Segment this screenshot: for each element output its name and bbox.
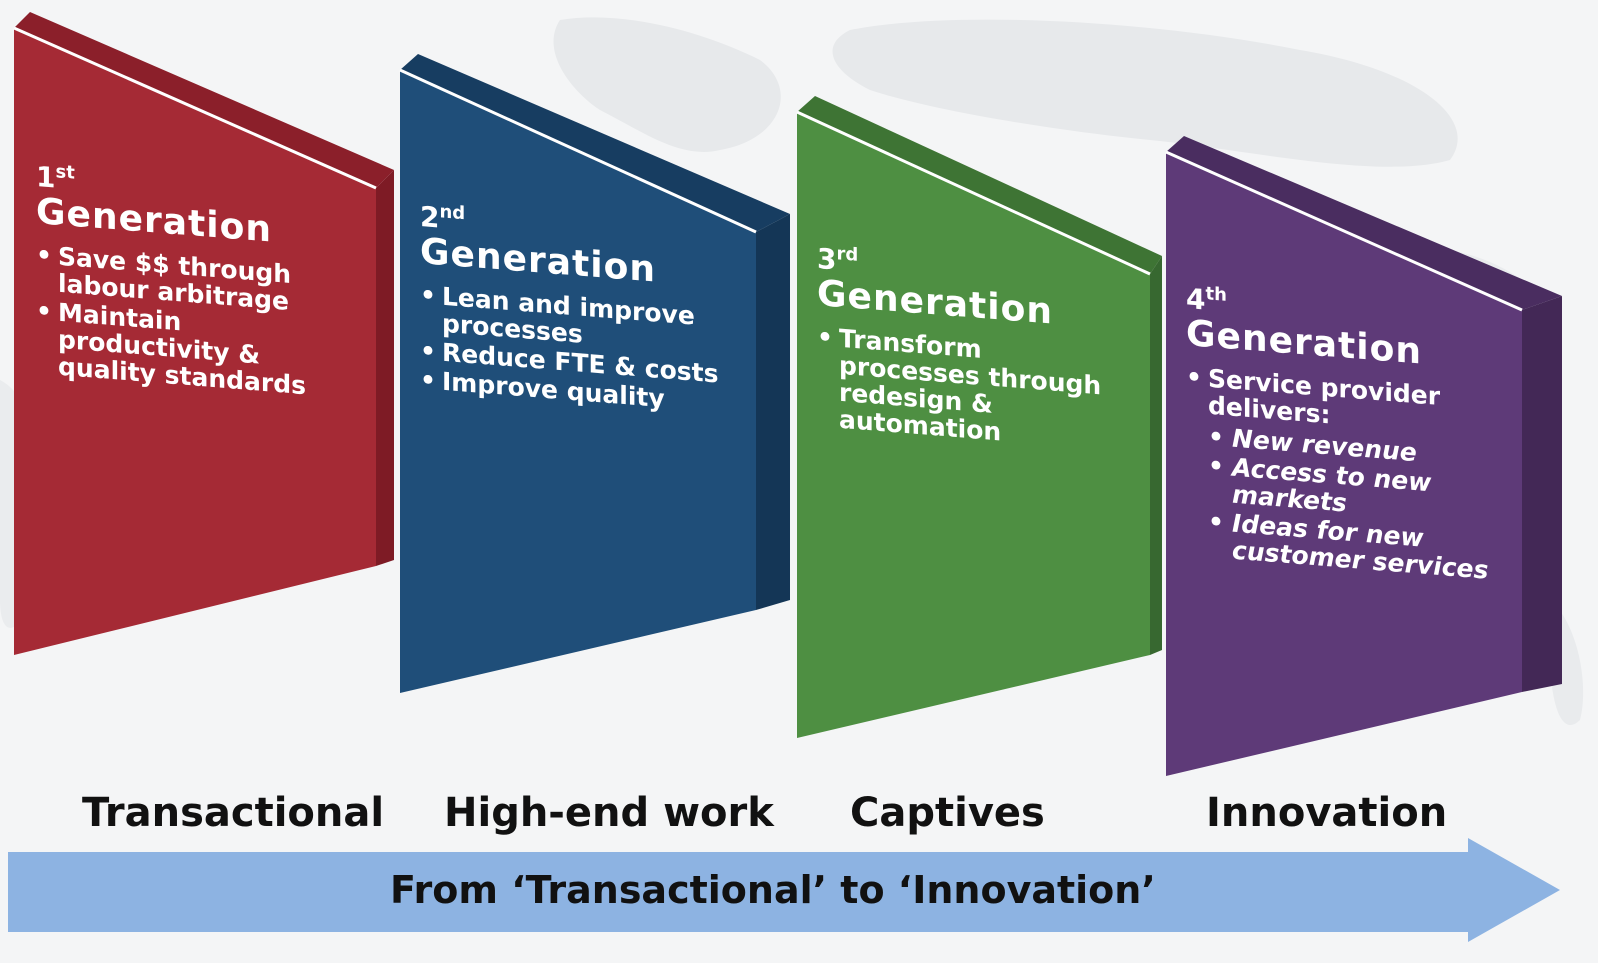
progression-arrow-label: From ‘Transactional’ to ‘Innovation’ [390, 868, 1156, 912]
stage-label-innovation: Innovation [1206, 790, 1448, 836]
card-4-side [1522, 296, 1562, 692]
card-1-top [14, 12, 394, 188]
card-2-side [756, 214, 790, 610]
card-2-top [400, 54, 790, 232]
card-1-side [376, 170, 394, 566]
card-3-top [797, 96, 1162, 274]
stage-label-high-end-work: High-end work [444, 790, 774, 836]
stage-label-transactional: Transactional [82, 790, 385, 836]
stage-label-captives: Captives [850, 790, 1045, 836]
card-4-top [1166, 136, 1562, 310]
card-3-side [1150, 256, 1162, 655]
